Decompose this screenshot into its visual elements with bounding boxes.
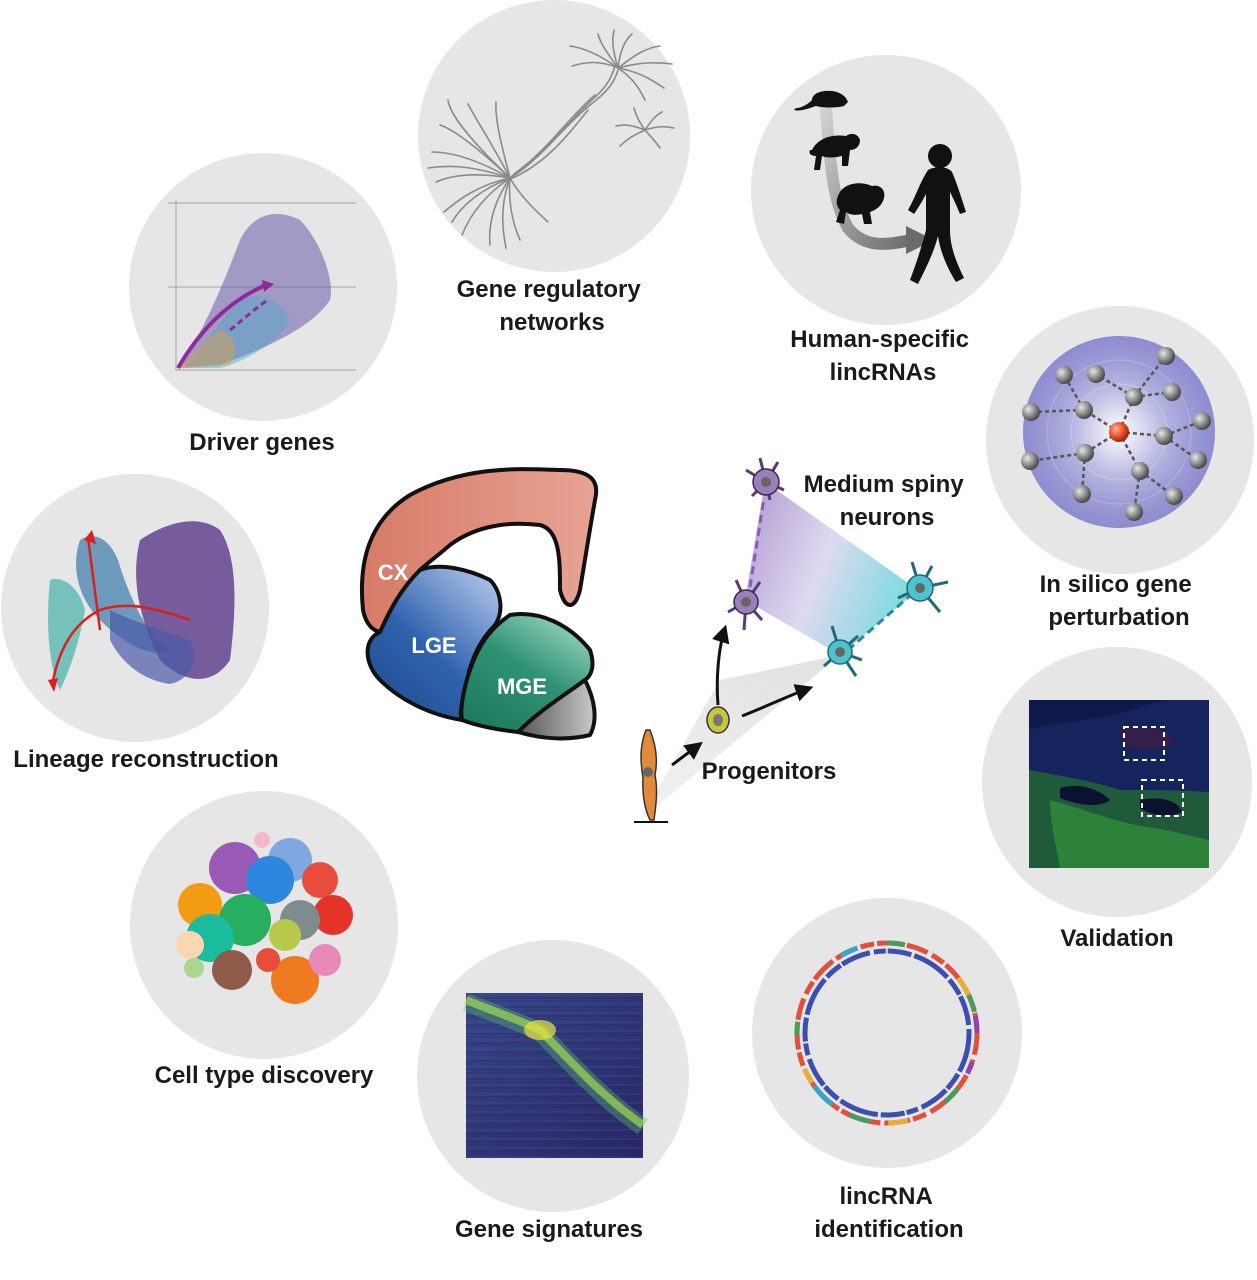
driver-genes-label: Driver genes	[189, 429, 334, 456]
mouse-icon	[794, 90, 848, 111]
medium-spiny-line2: neurons	[840, 504, 935, 531]
gene-signatures-label: Gene signatures	[455, 1216, 643, 1243]
perturbation-line2: perturbation	[1048, 604, 1189, 631]
lineage-plot	[48, 521, 235, 692]
purple-neuron-icon-2	[727, 579, 764, 631]
validation-image	[1029, 700, 1209, 868]
cell-type-label: Cell type discovery	[155, 1062, 374, 1089]
lincrna-ring	[794, 940, 980, 1126]
medium-spiny-line1: Medium spiny	[804, 471, 965, 498]
mge-label: MGE	[497, 674, 547, 699]
gene-network-graphic	[427, 29, 675, 249]
monkey-icon	[809, 133, 860, 170]
intermediate-progenitor-icon	[706, 706, 730, 734]
gene-signature-heatmap	[462, 993, 649, 1158]
human-icon	[908, 144, 966, 284]
purple-neuron-icon	[745, 457, 785, 501]
lincrna-id-label: lincRNA identification	[814, 1183, 963, 1243]
gene-regulatory-line1: Gene regulatory	[457, 276, 642, 303]
medium-spiny-label: Medium spiny neurons	[804, 471, 971, 531]
brain-section: CX LGE MGE	[359, 467, 599, 741]
cell-cluster-plot	[176, 832, 353, 1004]
driver-genes-scatter	[168, 200, 356, 371]
radial-glia-icon	[634, 729, 668, 823]
lincrna-id-line2: identification	[814, 1216, 963, 1243]
lincrna-id-disc	[752, 898, 1022, 1168]
perturbation-line1: In silico gene	[1040, 571, 1192, 598]
perturbation-graphic	[1021, 336, 1215, 528]
lincrna-id-line1: lincRNA	[839, 1183, 932, 1210]
cyan-neuron-icon	[897, 561, 949, 613]
perturbation-label: In silico gene perturbation	[1040, 571, 1199, 631]
cx-label: CX	[378, 560, 409, 585]
lineage-diagram	[634, 457, 949, 823]
lineage-reconstruction-label: Lineage reconstruction	[13, 746, 278, 773]
gene-regulatory-line2: networks	[499, 309, 604, 336]
evolution-graphic	[794, 90, 966, 284]
human-lincrna-disc	[751, 55, 1021, 325]
human-lincrna-line2: lincRNAs	[830, 359, 937, 386]
ventral-region	[516, 678, 597, 741]
lge-label: LGE	[411, 633, 456, 658]
chimp-icon	[836, 183, 885, 224]
gene-regulatory-label: Gene regulatory networks	[457, 276, 648, 336]
validation-label: Validation	[1060, 925, 1173, 952]
human-lincrna-line1: Human-specific	[790, 326, 969, 353]
cyan-neuron-icon-2	[823, 625, 863, 677]
progenitors-label: Progenitors	[702, 758, 837, 785]
human-lincrna-label: Human-specific lincRNAs	[790, 326, 975, 386]
